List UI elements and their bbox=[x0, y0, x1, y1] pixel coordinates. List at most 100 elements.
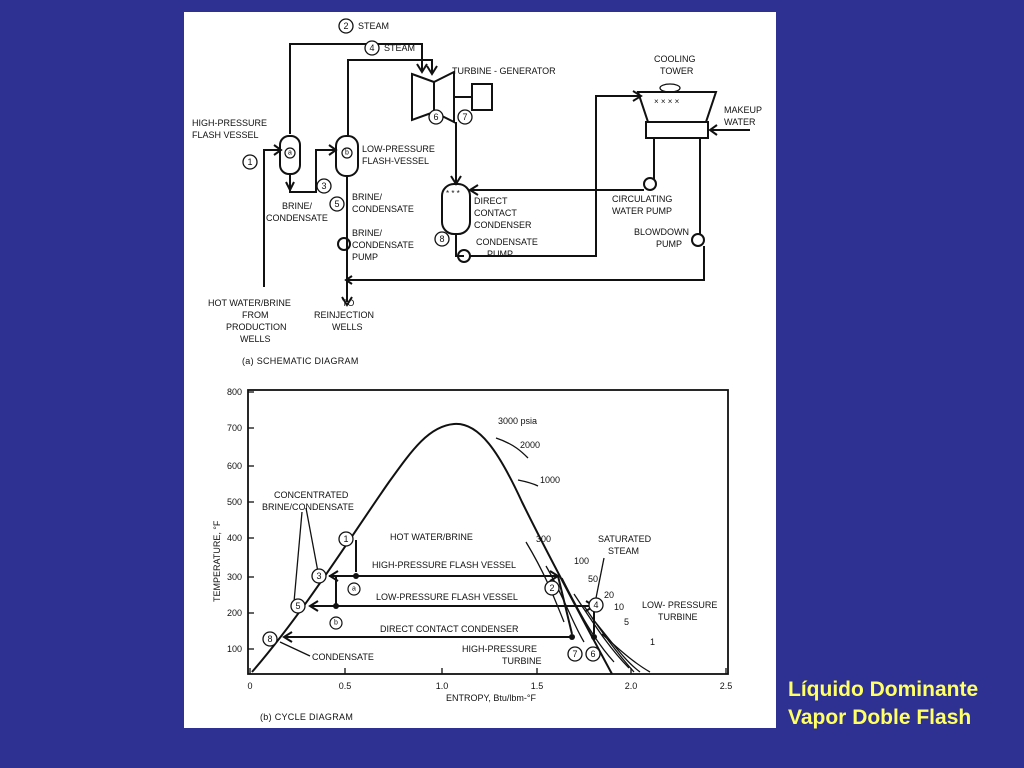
hot-water-label-4: WELLS bbox=[240, 334, 271, 344]
condensate-to-tower bbox=[470, 95, 640, 257]
cycle-point-b: b bbox=[329, 616, 343, 630]
makeup-arrow bbox=[708, 124, 718, 136]
lp-turbine-label-2: TURBINE bbox=[658, 612, 698, 622]
hp-flash-vessel-label: HIGH-PRESSURE FLASH VESSEL bbox=[372, 560, 516, 570]
x-axis-label: ENTROPY, Btu/lbm-°F bbox=[446, 693, 536, 703]
figure-svg: TURBINE - GENERATOR a b * * * bbox=[192, 18, 762, 722]
turbine-generator-label: TURBINE - GENERATOR bbox=[452, 66, 556, 76]
vessel-a-marker bbox=[284, 147, 296, 159]
cycle-state-1: 1 bbox=[338, 531, 354, 547]
saturated-label-2: STEAM bbox=[608, 546, 639, 556]
svg-text:4: 4 bbox=[593, 600, 598, 610]
brine-pump bbox=[337, 237, 351, 251]
isobar-5 bbox=[591, 617, 641, 673]
hp-flash-vessel-label-1: HIGH-PRESSURE bbox=[192, 118, 267, 128]
caption-line-2: Vapor Doble Flash bbox=[788, 706, 972, 729]
cycle-state-2: 2 bbox=[544, 580, 560, 596]
point-a-dot bbox=[353, 573, 359, 579]
inlet-line bbox=[263, 149, 280, 287]
concentrated-pointer-5 bbox=[293, 511, 303, 603]
svg-text:1.5: 1.5 bbox=[531, 681, 544, 691]
isobar-1 bbox=[601, 633, 651, 673]
hot-water-label-1: HOT WATER/BRINE bbox=[208, 298, 291, 308]
schematic-state-3: 3 bbox=[316, 178, 332, 194]
iso-2000-label: 2000 bbox=[520, 440, 540, 450]
svg-text:700: 700 bbox=[227, 423, 242, 433]
cycle-state-8: 8 bbox=[262, 631, 278, 647]
svg-text:6: 6 bbox=[590, 649, 595, 659]
iso-100-label: 100 bbox=[574, 556, 589, 566]
svg-text:7: 7 bbox=[462, 112, 467, 122]
schematic-diagram: TURBINE - GENERATOR a b * * * bbox=[192, 18, 762, 366]
cycle-point-a: a bbox=[347, 582, 361, 596]
cycle-plot-frame bbox=[247, 389, 729, 675]
iso-1000-label: 1000 bbox=[540, 475, 560, 485]
cooling-tower-label-2: TOWER bbox=[660, 66, 694, 76]
steam-line-2 bbox=[289, 43, 423, 134]
svg-text:5: 5 bbox=[295, 601, 300, 611]
hot-water-brine-label: HOT WATER/BRINE bbox=[390, 532, 473, 542]
lp-flash-vessel-label-1: LOW-PRESSURE bbox=[362, 144, 435, 154]
svg-text:600: 600 bbox=[227, 461, 242, 471]
steam-line-4 bbox=[347, 59, 433, 136]
concentrated-pointer-3 bbox=[305, 507, 319, 573]
hot-water-label-2: FROM bbox=[242, 310, 269, 320]
y-tick-500: 500 bbox=[227, 497, 254, 507]
cycle-state-4: 4 bbox=[588, 597, 604, 613]
steam-arrow-4 bbox=[426, 65, 438, 76]
svg-text:a: a bbox=[352, 586, 356, 593]
lp-flash-vessel-label: LOW-PRESSURE FLASH VESSEL bbox=[376, 592, 518, 602]
iso-5-label: 5 bbox=[624, 617, 629, 627]
inlet-arrow bbox=[273, 144, 283, 156]
svg-text:7: 7 bbox=[572, 649, 577, 659]
condensate-pointer bbox=[279, 641, 311, 657]
tower-basin bbox=[645, 121, 709, 139]
brine-hp-down-arrow bbox=[285, 181, 295, 193]
svg-text:1: 1 bbox=[343, 534, 348, 544]
lp-flash-arrow-left bbox=[308, 600, 319, 612]
circulating-water-pump bbox=[643, 177, 657, 191]
circ-pump-label-1: CIRCULATING bbox=[612, 194, 672, 204]
isobar-2000 bbox=[495, 437, 529, 459]
hp-turbine-expansion bbox=[557, 575, 573, 635]
tower-inlet-arrow bbox=[632, 90, 643, 102]
svg-text:400: 400 bbox=[227, 533, 242, 543]
y-tick-100: 100 bbox=[227, 644, 254, 654]
figure-panel: TURBINE - GENERATOR a b * * * bbox=[184, 12, 776, 728]
point-7-dot bbox=[569, 634, 575, 640]
steam-label-4: STEAM bbox=[384, 43, 415, 53]
schematic-state-5: 5 bbox=[329, 196, 345, 212]
svg-text:1.0: 1.0 bbox=[436, 681, 449, 691]
dcc-label-3: CONDENSER bbox=[474, 220, 532, 230]
condenser-arrow bbox=[282, 631, 293, 643]
iso-10-label: 10 bbox=[614, 602, 624, 612]
iso-300-label: 300 bbox=[536, 534, 551, 544]
brine-condensate-a-label-2: CONDENSATE bbox=[266, 213, 328, 223]
caption-line-1: Líquido Dominante bbox=[788, 678, 979, 701]
svg-text:4: 4 bbox=[369, 43, 374, 53]
svg-text:500: 500 bbox=[227, 497, 242, 507]
isobar-50 bbox=[561, 577, 615, 663]
point-b-dot bbox=[333, 603, 339, 609]
x-tick-0.5: 0.5 bbox=[339, 668, 351, 691]
x-tick-1.0: 1.0 bbox=[436, 668, 449, 691]
condenser-outlet bbox=[455, 234, 464, 257]
reinjection-label-1: TO bbox=[342, 298, 354, 308]
cooling-tower-label-1: COOLING bbox=[654, 54, 696, 64]
y-tick-200: 200 bbox=[227, 608, 254, 618]
circulating-arrow bbox=[468, 184, 479, 196]
schematic-state-7: 7 bbox=[457, 109, 473, 125]
isobar-20 bbox=[573, 593, 630, 669]
svg-text:800: 800 bbox=[227, 387, 242, 397]
condensate-pump-label-1: CONDENSATE bbox=[476, 237, 538, 247]
svg-text:200: 200 bbox=[227, 608, 242, 618]
cycle-state-5: 5 bbox=[290, 598, 306, 614]
vessel-b-label: b bbox=[345, 150, 349, 157]
dcc-label-1: DIRECT bbox=[474, 196, 508, 206]
y-tick-400: 400 bbox=[227, 533, 254, 543]
schematic-state-6: 6 bbox=[428, 109, 444, 125]
makeup-water-label-2: WATER bbox=[724, 117, 756, 127]
svg-text:8: 8 bbox=[439, 234, 444, 244]
point-6-dot bbox=[591, 634, 597, 640]
y-tick-600: 600 bbox=[227, 461, 254, 471]
